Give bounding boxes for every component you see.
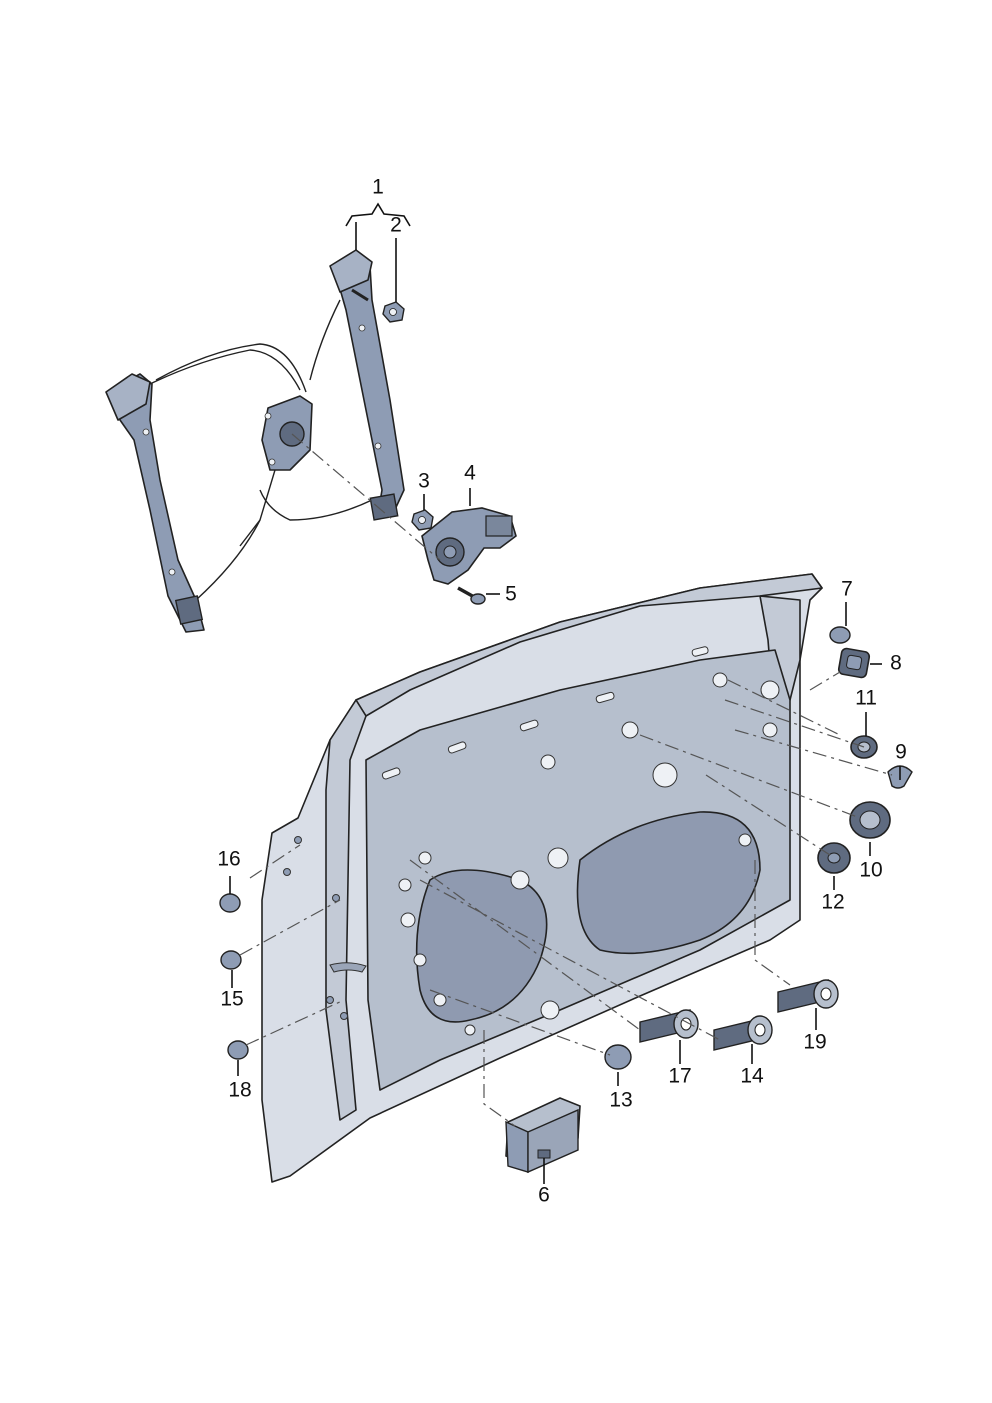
part-18-plug bbox=[227, 1040, 249, 1060]
window-regulator bbox=[105, 249, 405, 633]
assembly-lines bbox=[239, 433, 893, 1127]
regulator-rail-rear bbox=[333, 253, 405, 517]
callout-17: 17 bbox=[668, 1065, 691, 1088]
regulator-carriage-rear bbox=[369, 493, 399, 521]
callout-1: 1 bbox=[372, 176, 384, 199]
callout-14: 14 bbox=[740, 1065, 764, 1088]
callout-3: 3 bbox=[418, 470, 430, 493]
callout-9: 9 bbox=[895, 741, 907, 764]
regulator-carriage-front bbox=[174, 595, 204, 625]
regulator-holes bbox=[142, 324, 382, 576]
part-17-tape-roll bbox=[639, 1009, 699, 1043]
part-15-plug bbox=[220, 950, 242, 970]
part-5-screw bbox=[457, 586, 486, 605]
inner-panel-holes bbox=[398, 672, 780, 1036]
inner-panel-opening-front bbox=[415, 869, 548, 1023]
regulator-stud-top bbox=[351, 288, 369, 302]
callout-19: 19 bbox=[803, 1031, 826, 1054]
part-10-large-grommet bbox=[849, 801, 891, 839]
callout-8: 8 bbox=[890, 652, 902, 675]
frame-slots bbox=[381, 646, 709, 780]
regulator-mount-rear-top bbox=[329, 249, 373, 293]
door-shell bbox=[261, 573, 823, 1183]
part-12-round-seal bbox=[817, 842, 851, 874]
callout-6: 6 bbox=[538, 1184, 550, 1207]
leader-lines bbox=[229, 202, 901, 1184]
inner-panel-opening-rear bbox=[576, 811, 761, 955]
callout-5: 5 bbox=[505, 583, 517, 606]
regulator-cables bbox=[149, 299, 373, 601]
callout-18: 18 bbox=[228, 1079, 251, 1102]
callout-4: 4 bbox=[464, 462, 476, 485]
regulator-mount-front-top bbox=[105, 373, 151, 421]
callout-labels: 1 2 3 4 5 6 7 8 11 9 10 12 13 14 15 16 1… bbox=[217, 176, 907, 1207]
part-14-tape-roll bbox=[713, 1015, 773, 1051]
part-4-window-motor bbox=[421, 507, 517, 585]
part-2-nut bbox=[382, 301, 405, 323]
part-19-tape-roll bbox=[777, 979, 839, 1013]
part-16-plug bbox=[219, 893, 241, 913]
hinge-side-holes bbox=[283, 836, 348, 1020]
callout-13: 13 bbox=[609, 1089, 632, 1112]
latch-pocket bbox=[329, 962, 367, 973]
callout-10: 10 bbox=[859, 859, 882, 882]
part-7-plug bbox=[829, 626, 851, 644]
callout-2: 2 bbox=[390, 214, 402, 237]
callout-15: 15 bbox=[220, 988, 243, 1011]
callout-16: 16 bbox=[217, 848, 240, 871]
window-frame-top bbox=[355, 573, 823, 717]
callout-7: 7 bbox=[841, 578, 853, 601]
window-frame-front-post bbox=[325, 699, 367, 1121]
part-13-oval-plug bbox=[604, 1044, 632, 1070]
part-3-nut bbox=[411, 509, 434, 531]
callout-11: 11 bbox=[855, 687, 877, 710]
callout-12: 12 bbox=[821, 891, 844, 914]
part-6-control-module bbox=[505, 1097, 581, 1174]
part-8-square-grommet bbox=[837, 647, 871, 679]
